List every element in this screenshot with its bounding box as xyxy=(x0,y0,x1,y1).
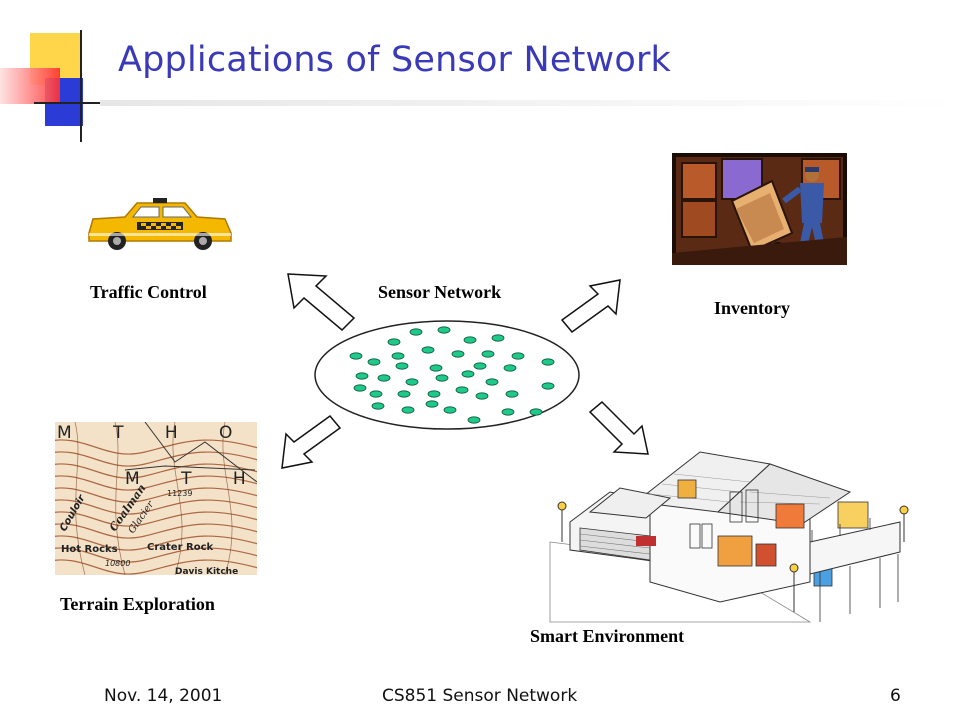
sensor-nodes xyxy=(349,326,555,424)
map-label-row1: M T H O xyxy=(57,423,250,443)
deco-red-block xyxy=(0,68,60,104)
sensor-node xyxy=(463,336,477,344)
traffic-control-label: Traffic Control xyxy=(90,282,207,302)
sensor-node xyxy=(443,406,457,414)
deco-vertical-line xyxy=(80,30,82,142)
sensor-node xyxy=(455,386,469,394)
sensor-node xyxy=(353,384,367,392)
sensor-node xyxy=(391,352,405,360)
sensor-node xyxy=(491,334,505,342)
warehouse-worker-icon xyxy=(672,153,847,265)
sensor-node xyxy=(467,416,481,424)
sensor-node xyxy=(511,352,525,360)
sensor-node xyxy=(541,358,555,366)
sensor-node xyxy=(435,374,449,382)
deco-horizontal-line xyxy=(34,102,109,104)
map-label-crater-rock: Crater Rock xyxy=(147,542,213,553)
sensor-node xyxy=(349,352,363,360)
arrow-to-inventory xyxy=(560,279,621,334)
sensor-node xyxy=(425,400,439,408)
footer-date: Nov. 14, 2001 xyxy=(104,686,223,706)
arrow-to-terrain xyxy=(281,414,342,469)
sensor-node xyxy=(421,346,435,354)
network-boundary xyxy=(314,320,580,430)
sensor-node xyxy=(369,390,383,398)
sensor-node xyxy=(387,338,401,346)
corner-decoration xyxy=(0,0,110,145)
taxi-icon xyxy=(88,198,232,250)
page-number: 6 xyxy=(890,686,901,706)
sensor-network-diagram xyxy=(314,320,580,430)
title-underline xyxy=(100,100,960,106)
smart-environment-label: Smart Environment xyxy=(530,626,685,646)
sensor-node xyxy=(429,364,443,372)
map-label-hot-rocks: Hot Rocks xyxy=(61,544,118,555)
house-icon xyxy=(549,451,909,623)
sensor-node xyxy=(475,392,489,400)
sensor-node xyxy=(505,390,519,398)
sensor-node xyxy=(541,382,555,390)
sensor-node xyxy=(481,350,495,358)
sensor-node xyxy=(485,378,499,386)
sensor-node xyxy=(529,408,543,416)
sensor-node xyxy=(451,350,465,358)
slide-title: Applications of Sensor Network xyxy=(118,40,672,80)
terrain-exploration-label: Terrain Exploration xyxy=(60,594,215,614)
sensor-node xyxy=(409,328,423,336)
sensor-node xyxy=(397,390,411,398)
sensor-node xyxy=(427,390,441,398)
sensor-node xyxy=(371,402,385,410)
arrow-to-traffic xyxy=(287,273,356,332)
sensor-network-label: Sensor Network xyxy=(378,282,502,302)
sensor-node xyxy=(355,372,369,380)
arrow-to-smart-env xyxy=(588,400,649,455)
sensor-node xyxy=(501,408,515,416)
footer-course: CS851 Sensor Network xyxy=(382,686,578,706)
map-label-elevation: 11239 xyxy=(167,489,192,498)
inventory-label: Inventory xyxy=(714,298,790,318)
topographic-map-icon: M T H O M T H Couloir Coalman Glacier 11… xyxy=(55,422,257,575)
map-label-elevation-2: 10800 xyxy=(105,559,130,568)
sensor-node xyxy=(461,370,475,378)
sensor-node xyxy=(401,406,415,414)
map-label-row2: M T H xyxy=(125,469,264,489)
sensor-node xyxy=(437,326,451,334)
sensor-node xyxy=(405,378,419,386)
sensor-node xyxy=(377,374,391,382)
sensor-node xyxy=(395,362,409,370)
sensor-node xyxy=(503,364,517,372)
sensor-node xyxy=(473,362,487,370)
sensor-node xyxy=(367,358,381,366)
map-label-davis: Davis Kitche xyxy=(175,567,238,577)
